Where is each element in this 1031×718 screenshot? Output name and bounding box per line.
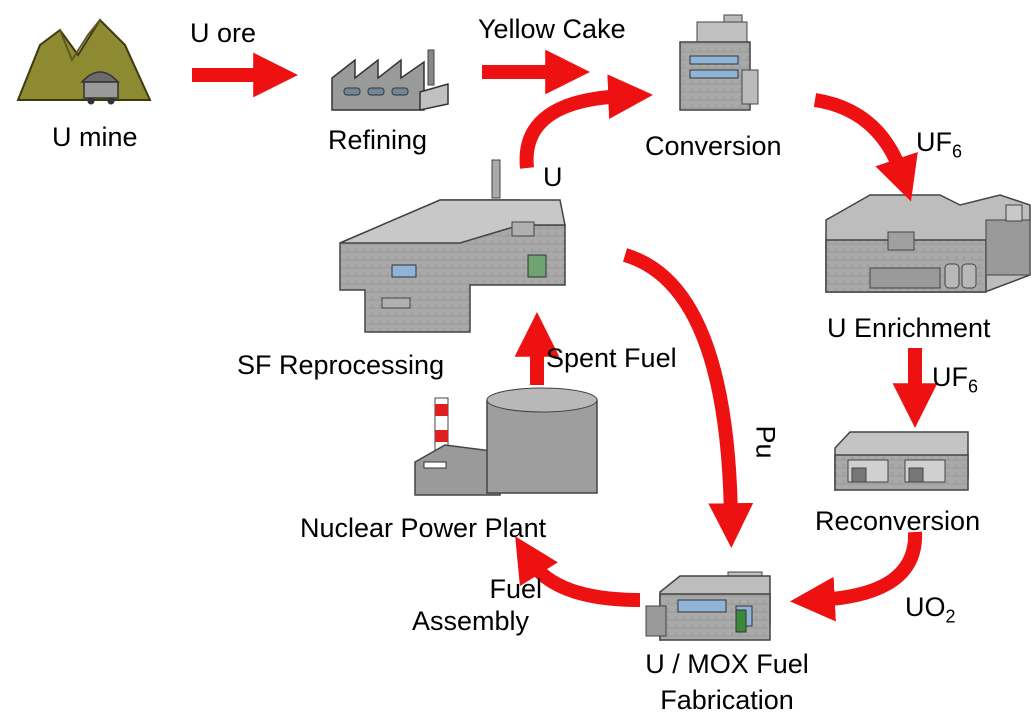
fabrication-line-2: Fabrication [660,685,794,715]
label-u: U [543,162,563,192]
label-pu: Pu [750,425,781,459]
uf6-top-base: UF [916,127,952,157]
reconversion-building-icon [834,431,969,491]
label-spent-fuel: Spent Fuel [546,343,677,373]
arrow-reprocessing-to-fabrication [622,248,754,548]
conversion-building-icon [679,14,759,111]
nuclear-plant-icon [414,387,598,496]
u-mine-icon [16,18,152,105]
label-reconversion: Reconversion [815,506,981,536]
enrichment-building-icon [825,194,1031,293]
fabrication-building-icon [645,571,771,641]
label-uo2: UO2 [905,591,956,632]
fuel-assembly-line-1: Fuel [489,574,542,604]
label-sf-reprocessing: SF Reprocessing [237,350,445,380]
label-u-enrichment: U Enrichment [827,313,991,343]
arrow-fabrication-to-plant [515,536,641,607]
arrow-reprocessing-to-conversion [519,74,653,169]
fuel-assembly-line-2: Assembly [412,606,530,636]
refining-factory-icon [331,49,449,111]
label-uf6-top: UF6 [916,126,962,167]
reprocessing-plant-icon [339,159,566,333]
arrow-reconversion-to-fabrication [790,531,923,622]
fabrication-line-1: U / MOX Fuel [645,649,809,679]
uf6-bottom-base: UF [932,362,968,392]
label-nuclear-power-plant: Nuclear Power Plant [300,513,547,543]
label-fuel-assembly: Fuel Assembly [404,573,574,637]
label-u-ore: U ore [190,18,257,48]
arrow-conversion-to-enrichment [813,93,918,202]
uf6-top-subscript: 6 [952,141,963,162]
label-yellow-cake: Yellow Cake [478,14,626,44]
uf6-bottom-subscript: 6 [968,376,979,397]
label-u-mine: U mine [52,122,138,152]
label-conversion: Conversion [645,131,782,161]
uo2-base: UO [905,592,946,622]
label-fabrication: U / MOX Fuel Fabrication [607,648,847,716]
uo2-subscript: 2 [945,606,956,627]
label-uf6-bottom: UF6 [932,361,978,402]
label-refining: Refining [328,125,428,155]
